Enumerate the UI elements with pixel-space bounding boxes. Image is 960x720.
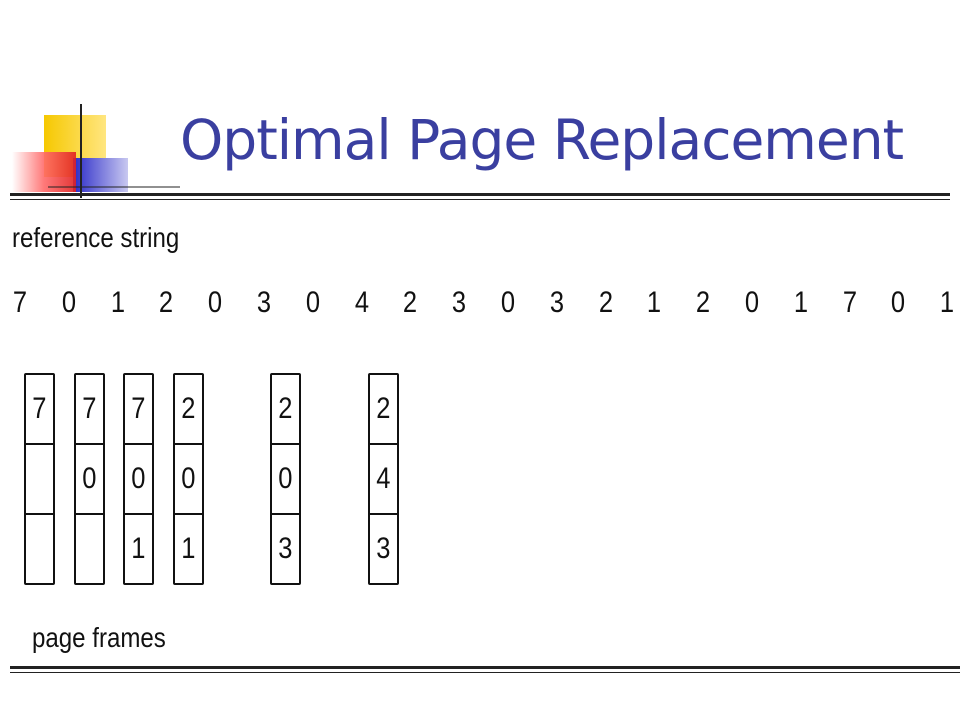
- decorative-squares-logo: [12, 104, 180, 198]
- frame-cell: 7: [82, 392, 97, 425]
- frame-cell: 7: [32, 392, 47, 425]
- frame-cell: 0: [76, 443, 103, 513]
- reference-number: 0: [305, 286, 320, 319]
- reference-number: 3: [452, 286, 467, 319]
- frame-cell: [26, 443, 53, 513]
- reference-number: 0: [744, 286, 760, 319]
- reference-number: 1: [647, 286, 662, 319]
- reference-number: 0: [500, 286, 516, 319]
- reference-number: 3: [256, 286, 272, 319]
- slide-title: Optimal Page Replacement: [180, 108, 904, 172]
- frame-cell: 0: [175, 443, 202, 513]
- reference-number: 3: [549, 286, 564, 319]
- footer-divider-thin: [10, 672, 960, 673]
- header-divider: [10, 193, 950, 196]
- frame-cell: 7: [131, 392, 146, 425]
- reference-number: 4: [354, 286, 369, 319]
- footer-divider: [10, 666, 960, 669]
- reference-number: 0: [891, 286, 906, 319]
- page-frames-label: page frames: [32, 622, 166, 653]
- reference-number: 0: [61, 286, 76, 319]
- reference-number: 2: [159, 286, 174, 319]
- frame-cell: 1: [125, 513, 152, 583]
- frame-cell: 4: [370, 443, 397, 513]
- frame-cell: 3: [370, 513, 397, 583]
- reference-string-label: reference string: [12, 222, 180, 253]
- reference-number: 2: [696, 286, 711, 319]
- blue-square: [73, 158, 128, 192]
- header-divider-thin: [10, 199, 950, 200]
- frame-cell: 0: [125, 443, 152, 513]
- reference-number: 2: [598, 286, 613, 319]
- frame-cell: 2: [278, 392, 293, 425]
- reference-number: 1: [793, 286, 808, 319]
- frame-cell: 2: [181, 392, 196, 425]
- red-square: [12, 152, 76, 192]
- frame-cell: [76, 513, 103, 583]
- frame-column: 7: [24, 373, 55, 585]
- frame-cell: 2: [376, 392, 391, 425]
- frame-cell: 1: [175, 513, 202, 583]
- reference-number: 7: [12, 286, 28, 319]
- frame-cell: [26, 513, 53, 583]
- frame-cell: 3: [272, 513, 299, 583]
- reference-number: 1: [940, 286, 955, 319]
- reference-number: 0: [208, 286, 223, 319]
- reference-number: 7: [842, 286, 857, 319]
- reference-number: 2: [403, 286, 418, 319]
- frame-cell: 0: [272, 443, 299, 513]
- reference-number: 1: [110, 286, 125, 319]
